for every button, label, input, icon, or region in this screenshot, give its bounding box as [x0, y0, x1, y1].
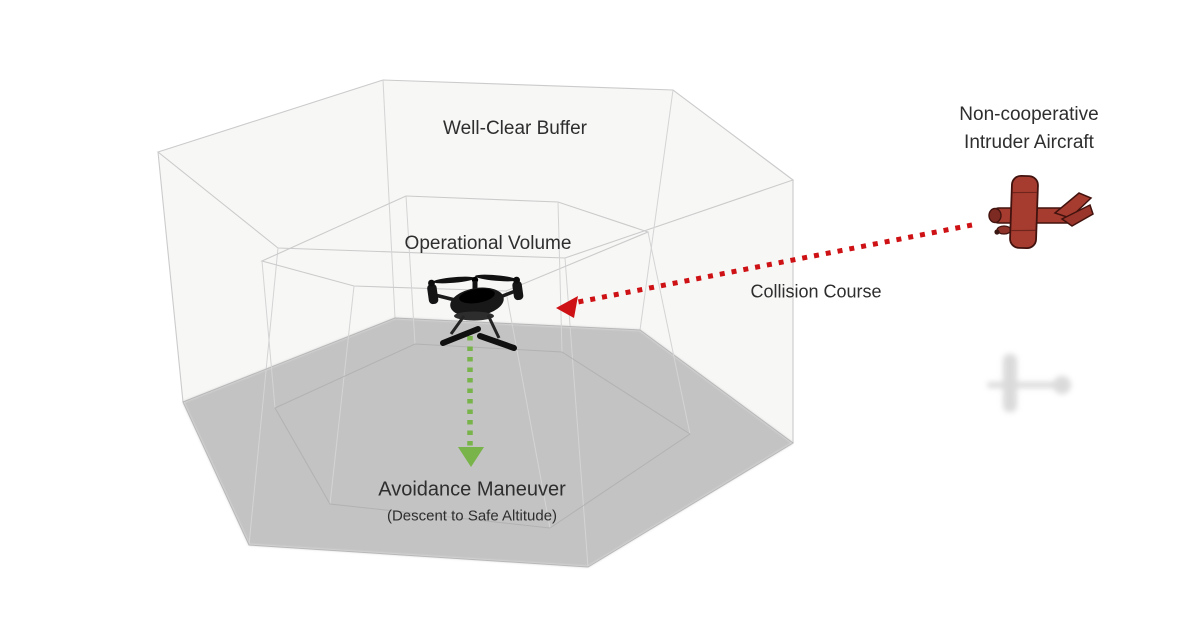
outer-edge-rear-right: [639, 89, 674, 331]
drone-mast: [472, 281, 478, 293]
outer-edge-rear-left: [382, 79, 396, 319]
intruder-label-line1: Non-cooperative: [959, 104, 1099, 125]
intruder-fin: [1060, 203, 1094, 227]
intruder-aircraft: [988, 174, 1094, 250]
inner-edge-rear-right: [557, 201, 563, 353]
drone-rotor-right: [475, 274, 517, 282]
uas-drone: [427, 274, 524, 351]
avoidance-subtitle-label: (Descent to Safe Altitude): [386, 507, 558, 525]
avoidance-arrowhead: [458, 447, 484, 467]
drone-rotor-left: [433, 276, 475, 284]
intruder-label-line2: Intruder Aircraft: [964, 132, 1094, 153]
inner-edge-front-left: [329, 285, 355, 505]
avoidance-arrow: [458, 336, 484, 467]
collision-course-arrow: [556, 222, 973, 318]
inner-floor-outline: [274, 343, 691, 529]
drone-skid-right: [477, 333, 517, 351]
operational-volume-label: Operational Volume: [404, 233, 572, 254]
collision-arrowhead: [556, 296, 578, 318]
collision-course-label: Collision Course: [750, 281, 882, 302]
avoidance-maneuver-label: Avoidance Maneuver: [378, 478, 566, 501]
inner-edge-rear-left: [405, 195, 416, 345]
inner-edge-left: [261, 260, 276, 409]
drone-skid-left: [440, 326, 481, 346]
outer-edge-left: [157, 151, 184, 403]
intruder-wing: [1009, 174, 1039, 250]
intruder-tailplane: [1053, 192, 1093, 219]
intruder-shadow: [987, 354, 1071, 412]
outer-floor-outline: [182, 317, 794, 568]
intruder-aircraft-label: Non-cooperative Intruder Aircraft: [959, 101, 1098, 157]
inner-edge-front-right: [505, 290, 551, 529]
outer-edge-front-left: [248, 247, 279, 546]
inner-edge-right: [647, 231, 691, 435]
well-clear-buffer-label: Well-Clear Buffer: [443, 118, 587, 139]
operational-volume: [260, 195, 691, 529]
